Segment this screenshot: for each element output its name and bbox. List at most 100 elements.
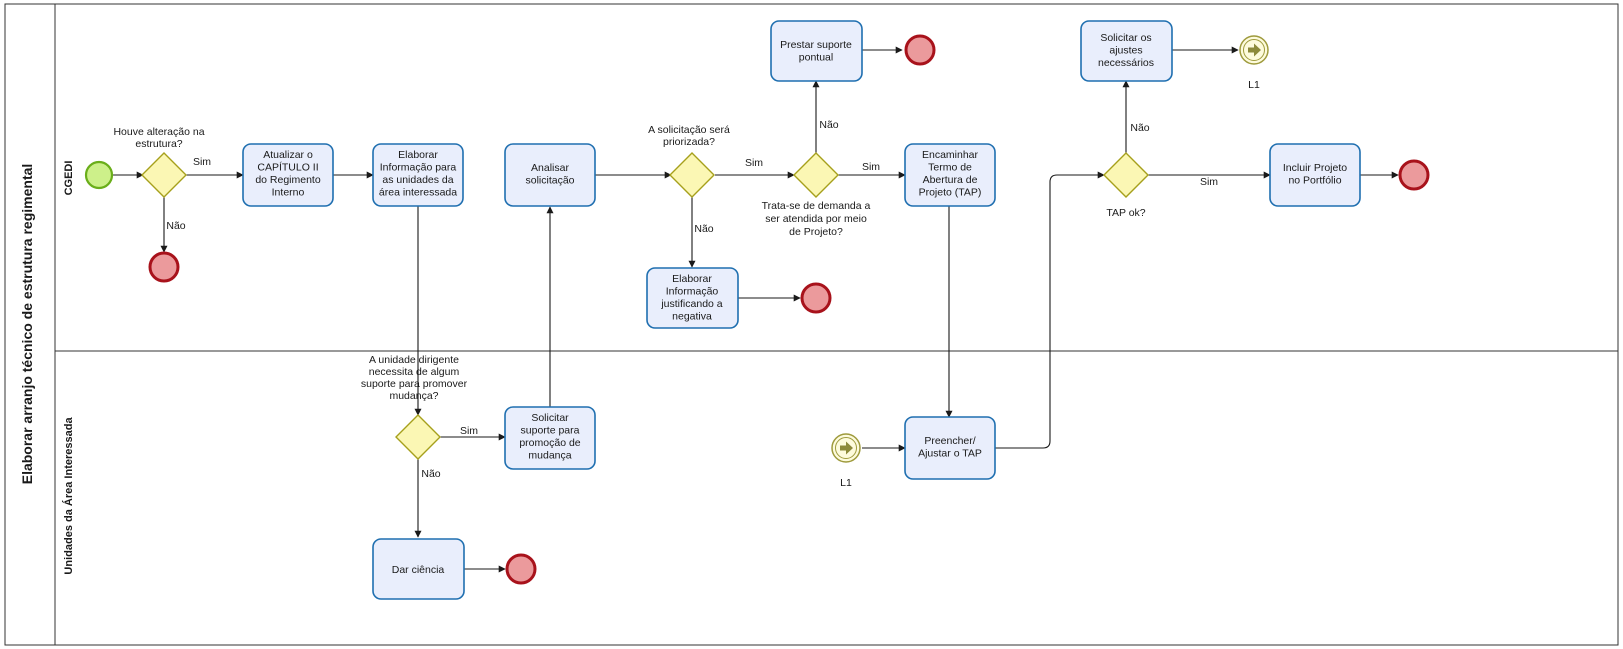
lane-title-unidades: Unidades da Área Interessada <box>62 417 75 575</box>
task-solicitar-suporte-label-line: promoção de <box>519 437 580 449</box>
task-dar-ciencia[interactable] <box>372 538 465 600</box>
gateway-alteracao-label-line: estrutura? <box>135 138 182 150</box>
end-event-suporte-pontual[interactable] <box>904 34 936 66</box>
edge-label-g2-sim: Sim <box>745 157 763 169</box>
edge-label-g4-nao: Não <box>1130 122 1149 134</box>
edge-label-g1-sim: Sim <box>193 156 211 168</box>
gateway-suporte-mudanca-label-line: A unidade dirigente <box>369 354 459 366</box>
end-event-ciencia[interactable] <box>505 553 537 585</box>
task-solicitar-suporte[interactable] <box>504 406 596 470</box>
task-solicitar-ajustes[interactable] <box>1080 20 1173 82</box>
flow-preencher-g4 <box>995 171 1105 449</box>
task-encaminhar-tap-label-line: Projeto (TAP) <box>919 187 982 199</box>
task-elaborar-informacao-label-line: as unidades da <box>382 174 453 186</box>
task-elaborar-informacao[interactable] <box>372 143 464 207</box>
edge-label-g5-sim: Sim <box>460 425 478 437</box>
gateway-tap-ok[interactable] <box>1103 152 1149 198</box>
task-preencher-tap-label-line: Ajustar o TAP <box>918 448 982 460</box>
link-arrow-icon <box>840 441 853 455</box>
edge-label-g3-sim: Sim <box>862 161 880 173</box>
task-dar-ciencia-label: Dar ciência <box>392 564 445 576</box>
task-preencher-tap[interactable] <box>904 416 996 480</box>
task-atualizar-capitulo-label-line: do Regimento <box>255 174 321 186</box>
task-encaminhar-tap-label-line: Encaminhar <box>922 149 979 161</box>
task-elaborar-informacao-label-line: Informação para <box>380 162 457 174</box>
sequence-flows <box>113 46 1399 573</box>
task-incluir-projeto-label-line: no Portfólio <box>1288 175 1341 187</box>
task-encaminhar-tap-label-line: Abertura de <box>923 174 978 186</box>
events: L1 L1 <box>84 34 1430 585</box>
edge-label-g5-nao: Não <box>421 468 440 480</box>
task-elaborar-negativa[interactable] <box>646 267 739 329</box>
task-atualizar-capitulo-label-line: CAPÍTULO II <box>257 161 318 174</box>
task-analisar-solicitacao-label-line: solicitação <box>525 175 574 187</box>
pool-title: Elaborar arranjo técnico de estrutura re… <box>19 164 35 485</box>
lane-title-cgedi: CGEDI <box>63 161 75 196</box>
pool: Elaborar arranjo técnico de estrutura re… <box>4 3 1619 646</box>
task-analisar-solicitacao[interactable] <box>504 143 596 207</box>
task-solicitar-ajustes-label-line: Solicitar os <box>1100 32 1151 44</box>
end-event-portfolio[interactable] <box>1398 159 1430 191</box>
task-preencher-tap-label: Preencher/Ajustar o TAP <box>918 435 982 460</box>
task-solicitar-suporte-label-line: Solicitar <box>531 412 569 424</box>
edge-label-g3-nao: Não <box>819 119 838 131</box>
link-arrow-icon <box>1248 43 1261 57</box>
link-throw-event[interactable] <box>1239 35 1269 65</box>
gateway-alteracao[interactable] <box>141 152 187 198</box>
gateway-priorizada-label-line: priorizada? <box>663 136 715 148</box>
task-atualizar-capitulo[interactable] <box>242 143 334 207</box>
gateway-tap-ok-label: TAP ok? <box>1106 207 1145 219</box>
task-solicitar-ajustes-label-line: necessários <box>1098 57 1154 69</box>
task-preencher-tap-label-line: Preencher/ <box>924 435 975 447</box>
link-catch-event[interactable] <box>831 433 861 463</box>
edge-labels: Sim Não Sim Não Sim Não Sim Não Sim Não <box>166 119 1218 480</box>
task-prestar-suporte-label-line: Prestar suporte <box>780 39 852 51</box>
task-incluir-projeto[interactable] <box>1269 143 1361 207</box>
task-elaborar-informacao-label-line: área interessada <box>379 187 457 199</box>
task-encaminhar-tap-label-line: Termo de <box>928 162 972 174</box>
start-event[interactable] <box>84 160 114 190</box>
edge-label-g1-nao: Não <box>166 220 185 232</box>
task-elaborar-negativa-label-line: Informação <box>666 286 719 298</box>
task-incluir-projeto-label-line: Incluir Projeto <box>1283 162 1347 174</box>
end-event-negativa[interactable] <box>800 282 832 314</box>
task-encaminhar-tap[interactable] <box>904 143 996 207</box>
end-event-sem-alteracao[interactable] <box>148 251 180 283</box>
task-atualizar-capitulo-label-line: Atualizar o <box>263 149 313 161</box>
task-prestar-suporte[interactable] <box>770 20 863 82</box>
task-elaborar-informacao-label-line: Elaborar <box>398 149 438 161</box>
link-catch-label: L1 <box>840 477 852 489</box>
task-solicitar-ajustes-label-line: ajustes <box>1109 45 1142 57</box>
gateway-suporte-mudanca-label-line: necessita de algum <box>369 366 460 378</box>
gateway-demanda-projeto-label-line: ser atendida por meio <box>765 213 867 225</box>
task-analisar-solicitacao-label-line: Analisar <box>531 162 569 174</box>
task-dar-ciencia-label-line: Dar ciência <box>392 564 445 576</box>
link-throw-label: L1 <box>1248 79 1260 91</box>
gateway-suporte-mudanca-label-line: suporte para promover <box>361 378 468 390</box>
task-solicitar-suporte-label-line: suporte para <box>521 425 580 437</box>
gateway-alteracao-label-line: Houve alteração na <box>113 126 204 138</box>
gateway-suporte-mudanca-label-line: mudança? <box>389 390 438 402</box>
gateway-priorizada[interactable] <box>669 152 715 198</box>
task-elaborar-negativa-label-line: Elaborar <box>672 273 712 285</box>
task-elaborar-negativa-label-line: negativa <box>672 311 712 323</box>
gateway-demanda-projeto[interactable] <box>793 152 839 198</box>
gateway-suporte-mudanca[interactable] <box>395 414 441 460</box>
gateway-priorizada-label-line: A solicitação será <box>648 124 730 136</box>
gateway-demanda-projeto-label-line: Trata-se de demanda a <box>762 200 871 212</box>
task-elaborar-negativa-label-line: justificando a <box>660 298 722 310</box>
